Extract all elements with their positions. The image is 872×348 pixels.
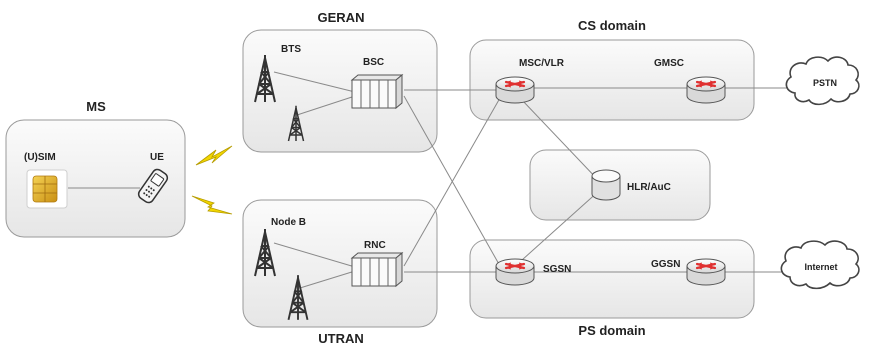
lightning-icon — [191, 195, 233, 215]
rack-icon — [351, 252, 403, 287]
cloud-icon — [780, 240, 860, 290]
bts-label: BTS — [281, 44, 301, 55]
ps-domain-label: PS domain — [578, 323, 645, 338]
geran-label: GERAN — [318, 10, 365, 25]
sgsn-label: SGSN — [543, 264, 571, 275]
rack-icon — [351, 74, 403, 109]
pstn-label: PSTN — [813, 78, 837, 88]
ps-domain-box — [469, 239, 755, 319]
geran-box — [242, 29, 438, 153]
node-b-label: Node B — [271, 217, 306, 228]
lightning-icon — [195, 145, 233, 166]
internet-label: Internet — [804, 262, 837, 272]
hlr-auc-label: HLR/AuC — [627, 182, 671, 193]
rnc-label: RNC — [364, 240, 386, 251]
ms-label: MS — [86, 99, 106, 114]
router-icon — [685, 257, 727, 287]
bsc-label: BSC — [363, 57, 384, 68]
database-icon — [591, 169, 621, 201]
cloud-icon — [785, 56, 860, 106]
cs-domain-label: CS domain — [578, 18, 646, 33]
cs-domain-box — [469, 39, 755, 121]
ggsn-label: GGSN — [651, 259, 680, 270]
router-icon — [685, 75, 727, 105]
connection-links — [68, 71, 790, 289]
router-icon — [494, 75, 536, 105]
sim-card-icon — [26, 169, 68, 209]
ue-label: UE — [150, 152, 164, 163]
utran-label: UTRAN — [318, 331, 364, 346]
router-icon — [494, 257, 536, 287]
gmsc-label: GMSC — [654, 58, 684, 69]
phone-icon — [137, 168, 169, 204]
usim-label: (U)SIM — [24, 152, 56, 163]
utran-box — [242, 199, 438, 328]
msc-vlr-label: MSC/VLR — [519, 58, 565, 69]
